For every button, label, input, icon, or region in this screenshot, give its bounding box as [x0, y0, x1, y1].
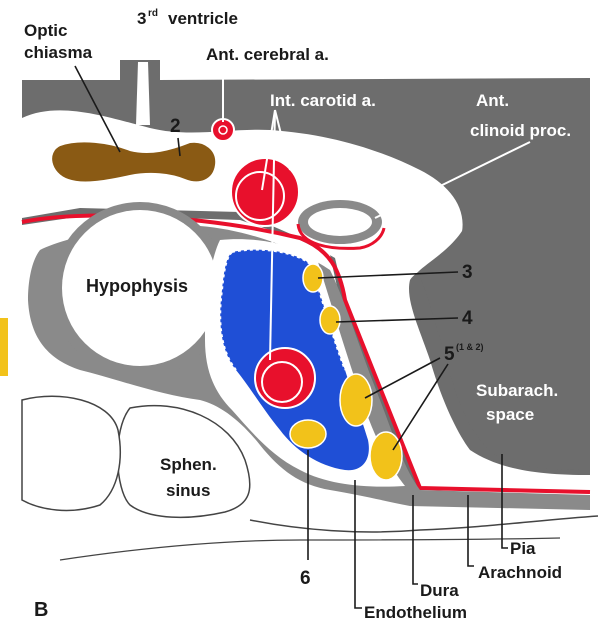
subarach-label-1: Subarach. [476, 381, 558, 400]
number-2: 2 [170, 116, 181, 137]
ant-clinoid-label-1: Ant. [476, 91, 509, 110]
subarach-label-2: space [486, 405, 534, 424]
hypophysis-label: Hypophysis [86, 276, 188, 296]
endothelium-label: Endothelium [364, 603, 467, 622]
arachnoid-label: Arachnoid [478, 563, 562, 582]
number-6: 6 [300, 568, 311, 589]
dura-label: Dura [420, 581, 459, 600]
int-carotid-label: Int. carotid a. [270, 91, 376, 110]
number-5: 5 [444, 344, 455, 365]
third-ventricle [136, 62, 150, 125]
sphen-label-2: sinus [166, 481, 210, 500]
pia-label: Pia [510, 539, 536, 558]
third-ventricle-label-sup: rd [148, 8, 158, 19]
page-tab [0, 318, 8, 376]
optic-chiasma-label-1: Optic [24, 21, 67, 40]
nerve-5-1 [340, 374, 372, 426]
number-5-sup: (1 & 2) [456, 342, 484, 352]
nerve-5-2 [370, 432, 402, 480]
third-ventricle-label-num: 3 [137, 9, 146, 28]
ant-cerebral-label: Ant. cerebral a. [206, 45, 329, 64]
number-3: 3 [462, 262, 473, 283]
nerve-4 [320, 306, 340, 334]
figure-letter: B [34, 599, 48, 621]
optic-chiasma-label-2: chiasma [24, 43, 93, 62]
nerve-6 [290, 420, 326, 448]
ant-clinoid-label-2: clinoid proc. [470, 121, 571, 140]
number-4: 4 [462, 308, 473, 329]
sphenoid-lobe-left [22, 396, 120, 510]
sphen-label-1: Sphen. [160, 455, 217, 474]
third-ventricle-label-word: ventricle [168, 9, 238, 28]
